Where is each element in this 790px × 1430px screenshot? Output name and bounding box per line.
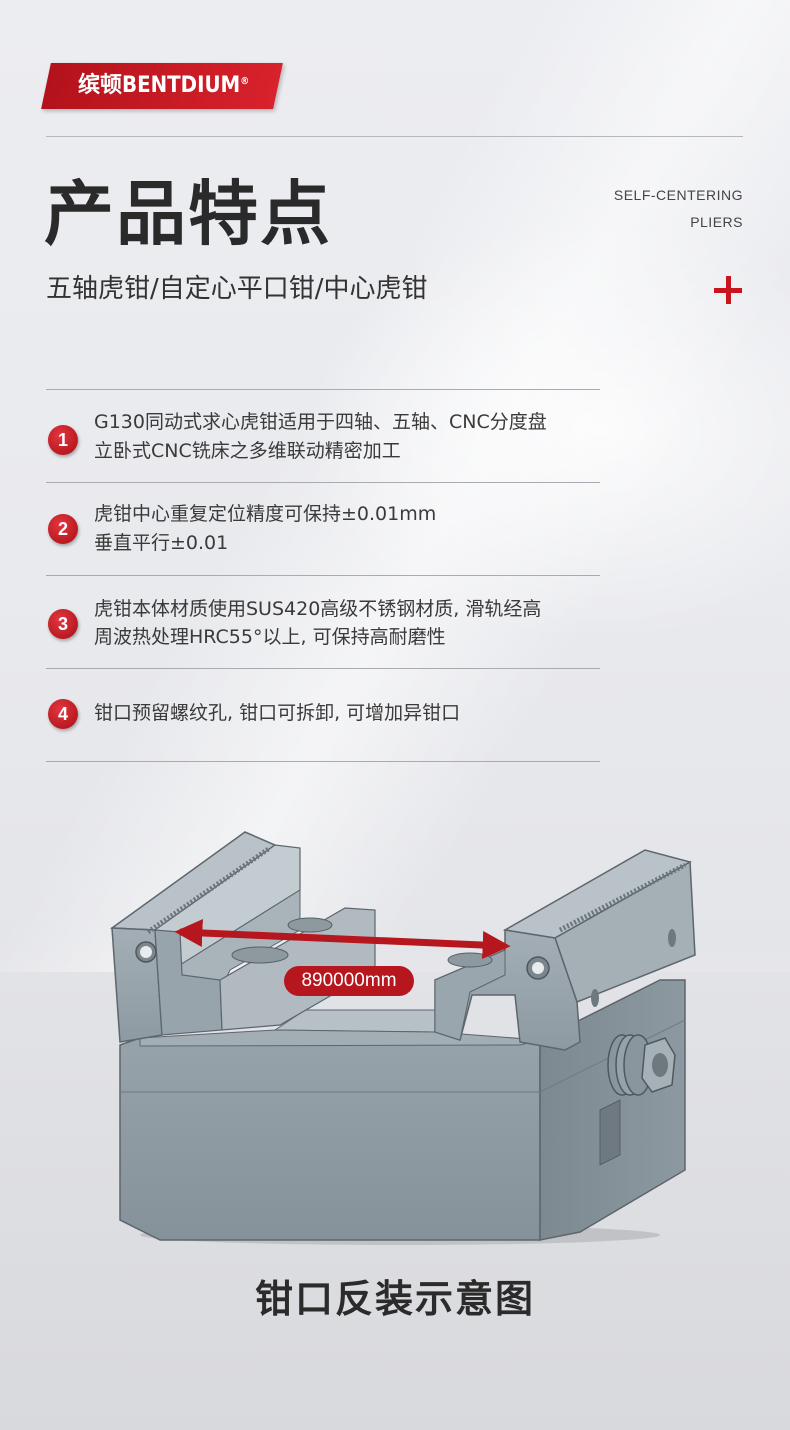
feature-divider bbox=[46, 575, 600, 576]
feature-number-badge: 4 bbox=[48, 699, 78, 729]
feature-divider bbox=[46, 668, 600, 669]
feature-number-badge: 3 bbox=[48, 609, 78, 639]
feature-text-line2: 周波热处理HRC55°以上, 可保持高耐磨性 bbox=[94, 626, 446, 648]
feature-text-line2: 垂直平行±0.01 bbox=[94, 532, 229, 554]
page-title: 产品特点 bbox=[44, 173, 332, 255]
dimension-label: 890000mm bbox=[284, 966, 414, 996]
feature-divider bbox=[46, 482, 600, 483]
feature-divider bbox=[46, 389, 600, 390]
feature-item-4: 4 钳口预留螺纹孔, 钳口可拆卸, 可增加异钳口 bbox=[46, 669, 606, 761]
feature-item-1: 1 G130同动式求心虎钳适用于四轴、五轴、CNC分度盘 立卧式CNC铣床之多维… bbox=[46, 390, 606, 482]
right-jaw bbox=[434, 849, 696, 1051]
left-jaw bbox=[109, 831, 376, 1043]
english-title-line1: SELF-CENTERING bbox=[613, 187, 743, 203]
feature-number-badge: 2 bbox=[48, 514, 78, 544]
feature-item-3: 3 虎钳本体材质使用SUS420高级不锈钢材质, 滑轨经高 周波热处理HRC55… bbox=[46, 576, 606, 668]
feature-text-line1: 虎钳本体材质使用SUS420高级不锈钢材质, 滑轨经高 bbox=[94, 598, 542, 620]
dimension-arrow bbox=[174, 918, 511, 960]
plus-icon bbox=[714, 276, 742, 304]
illustration-caption: 钳口反装示意图 bbox=[254, 1277, 535, 1321]
vise-illustration bbox=[109, 831, 696, 1245]
feature-divider bbox=[46, 761, 600, 762]
feature-text-line1: G130同动式求心虎钳适用于四轴、五轴、CNC分度盘 bbox=[94, 411, 547, 433]
feature-text-line1: 钳口预留螺纹孔, 钳口可拆卸, 可增加异钳口 bbox=[94, 702, 461, 724]
feature-text-line2: 立卧式CNC铣床之多维联动精密加工 bbox=[94, 440, 401, 462]
registered-mark: ® bbox=[240, 76, 250, 87]
feature-item-2: 2 虎钳中心重复定位精度可保持±0.01mm 垂直平行±0.01 bbox=[46, 483, 606, 575]
feature-text-line1: 虎钳中心重复定位精度可保持±0.01mm bbox=[94, 503, 437, 525]
page-subtitle: 五轴虎钳/自定心平口钳/中心虎钳 bbox=[46, 274, 428, 304]
feature-number-badge: 1 bbox=[48, 425, 78, 455]
brand-logo: 缤顿BENTDIUM® bbox=[78, 71, 249, 101]
top-divider bbox=[46, 136, 743, 137]
brand-logo-text: 缤顿BENTDIUM bbox=[78, 73, 241, 98]
english-title: SELF-CENTERING PLIERS bbox=[614, 182, 743, 236]
vise-screw bbox=[607, 1034, 676, 1096]
english-title-line2: PLIERS bbox=[690, 214, 743, 230]
